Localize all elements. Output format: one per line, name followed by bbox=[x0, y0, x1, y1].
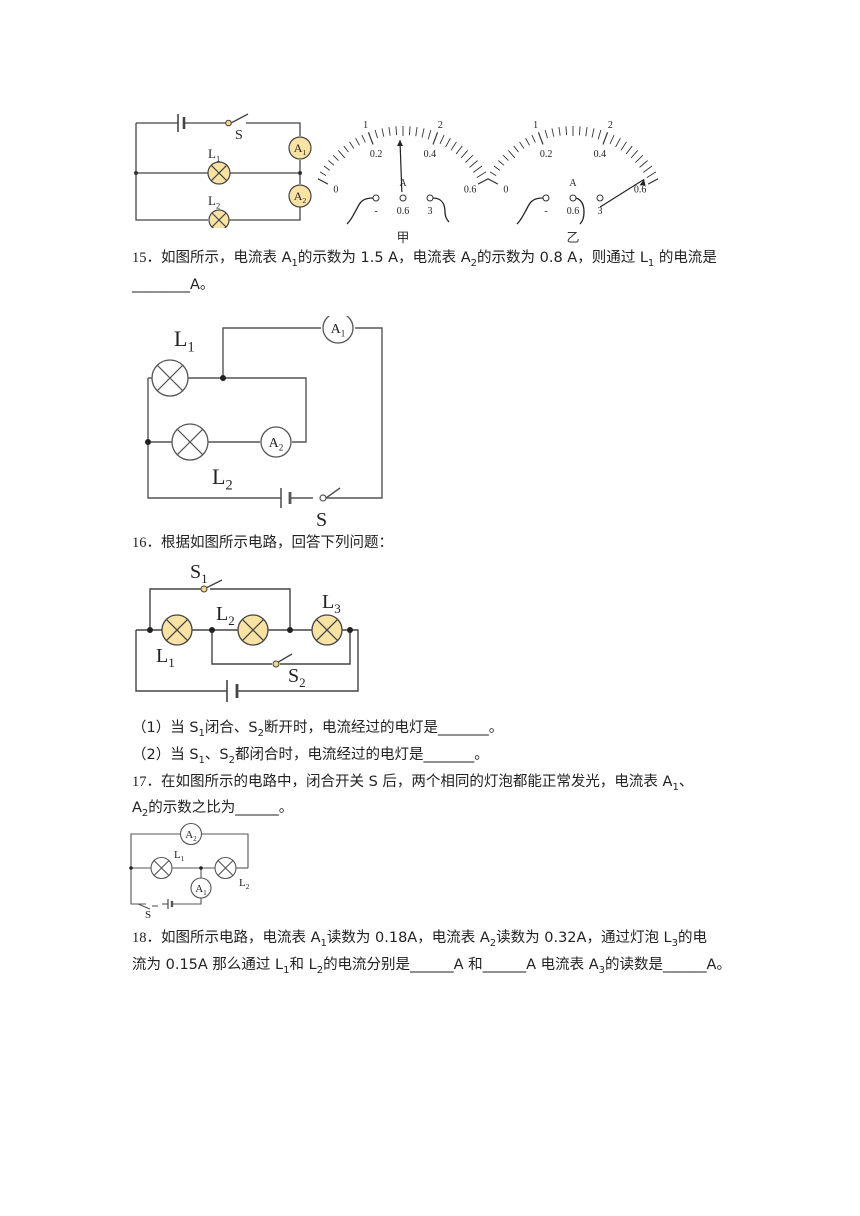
q18-blank-1[interactable]: ______ bbox=[410, 957, 454, 973]
dial-bottom-tick: 0 bbox=[503, 184, 508, 195]
svg-text:-: - bbox=[374, 206, 377, 217]
q15-line1: 15．如图所示，电流表 A1的示数为 1.5 A，电流表 A2的示数为 0.8 … bbox=[132, 250, 717, 269]
dial-bottom-tick: 0.6 bbox=[464, 184, 477, 195]
dial-unit: A bbox=[569, 178, 577, 189]
q16-l3-label: L3 bbox=[322, 591, 341, 616]
q17-a1-label: A1 bbox=[195, 883, 207, 897]
dial-bottom-tick: 0.2 bbox=[370, 149, 383, 160]
svg-text:3: 3 bbox=[428, 206, 433, 217]
q15-l2-label: L2 bbox=[212, 464, 233, 494]
dial-needle bbox=[399, 140, 403, 193]
q17-l2-label: L2 bbox=[239, 877, 250, 891]
q17-blank[interactable]: ______ bbox=[235, 800, 279, 816]
dial-bottom-tick: 0.6 bbox=[634, 184, 647, 195]
dial-bottom-tick: 0.4 bbox=[594, 149, 607, 160]
caption-jia: 甲 bbox=[396, 230, 409, 245]
q16-l2-label: L2 bbox=[216, 603, 235, 628]
q17-circuit: A2 A1 L1 L2 S bbox=[129, 822, 250, 920]
q18-blank-2[interactable]: ______ bbox=[482, 957, 527, 973]
q15-blank[interactable]: ________ bbox=[132, 277, 190, 293]
fig14-switch-label: S bbox=[235, 128, 243, 143]
dial-bottom-tick: 0.2 bbox=[540, 149, 553, 160]
q16-sub1: （1）当 S1闭合、S2断开时，电流经过的电灯是_______。 bbox=[132, 720, 504, 739]
svg-text:0.6: 0.6 bbox=[397, 206, 410, 217]
q15-a1-label: A1 bbox=[331, 322, 346, 339]
dial-bottom-tick: 0.4 bbox=[424, 149, 437, 160]
q15-a2-label: A2 bbox=[269, 436, 284, 453]
dial-needle bbox=[599, 178, 645, 208]
dial-top-tick: 1 bbox=[533, 120, 538, 131]
q17-line1: 17．在如图所示的电路中，闭合开关 S 后，两个相同的灯泡都能正常发光，电流表 … bbox=[132, 774, 694, 793]
dial-top-tick: 1 bbox=[363, 120, 368, 131]
q15-l1-label: L1 bbox=[174, 326, 195, 356]
q16-sub2: （2）当 S1、S2都闭合时，电流经过的电灯是_______。 bbox=[132, 747, 489, 766]
svg-text:3: 3 bbox=[598, 206, 603, 217]
caption-yi: 乙 bbox=[566, 230, 579, 245]
svg-text:-: - bbox=[544, 206, 547, 217]
dial-top-tick: 2 bbox=[438, 120, 443, 131]
svg-text:A1: A1 bbox=[294, 141, 307, 157]
q18-line1: 18．如图所示电路，电流表 A1读数为 0.18A，电流表 A2读数为 0.32… bbox=[132, 930, 708, 949]
q17-line2: A2的示数之比为______。 bbox=[132, 800, 294, 819]
fig14-l2-label: L2 bbox=[208, 193, 220, 210]
q16-l1-label: L1 bbox=[156, 645, 175, 670]
dial-bottom-tick: 0 bbox=[333, 184, 338, 195]
q15-switch-label: S bbox=[316, 509, 327, 530]
q16-circuit: S1 L2 L3 L1 S2 bbox=[135, 561, 359, 702]
q18-line2: 流为 0.15A 那么通过 L1和 L2的电流分别是______A 和_____… bbox=[132, 957, 731, 976]
fig14-ammeter-jia: 012300.20.40.6A-0.63甲 bbox=[318, 120, 488, 245]
q16-s2-label: S2 bbox=[288, 665, 306, 690]
q17-l1-label: L1 bbox=[174, 849, 185, 863]
q16-sub1-blank[interactable]: _______ bbox=[438, 720, 489, 736]
dial-unit: A bbox=[399, 178, 407, 189]
q17-a2-label: A2 bbox=[185, 829, 197, 843]
svg-text:A2: A2 bbox=[294, 189, 307, 205]
fig14-circuit: A1 A2 L1 L2 S bbox=[134, 113, 312, 228]
svg-text:0.6: 0.6 bbox=[567, 206, 580, 217]
q16-s1-label: S1 bbox=[190, 561, 208, 586]
q15-circuit: A1 A2 L1 L2 S bbox=[145, 316, 383, 530]
q15-line2: ________A。 bbox=[132, 277, 215, 293]
fig14-ammeter-yi: 012300.20.40.6A-0.63乙 bbox=[488, 120, 658, 245]
q18-blank-3[interactable]: ______ bbox=[663, 957, 707, 973]
q16-line1: 16．根据如图所示电路，回答下列问题： bbox=[132, 535, 393, 551]
fig14-l1-label: L1 bbox=[208, 146, 220, 163]
q17-s-label: S bbox=[145, 909, 151, 920]
q16-sub2-blank[interactable]: _______ bbox=[423, 747, 475, 763]
dial-top-tick: 2 bbox=[608, 120, 613, 131]
